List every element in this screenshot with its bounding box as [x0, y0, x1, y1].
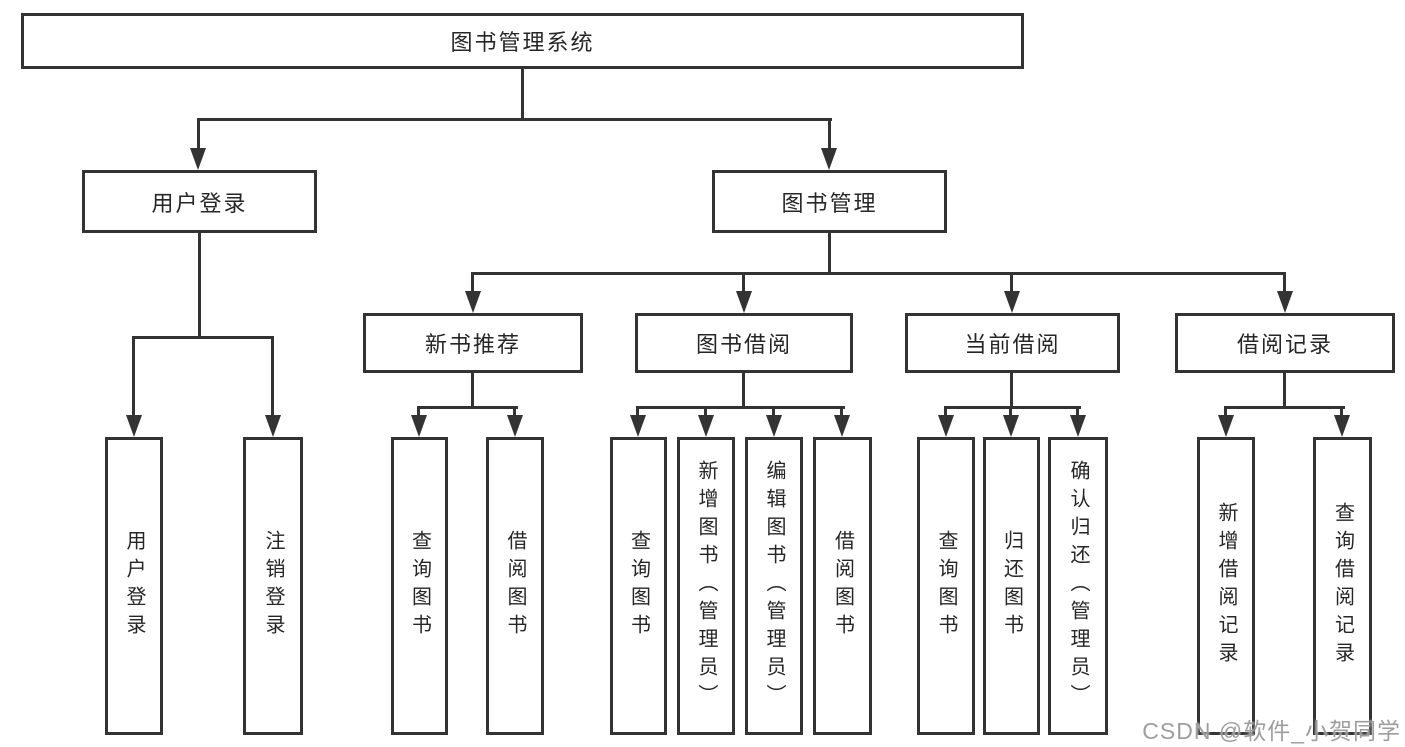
node-book-management-label: 图书管理 — [781, 190, 878, 216]
connector-vline — [471, 272, 474, 294]
leaf-query-books-1: 查询图书 — [391, 437, 448, 735]
connector-vline — [828, 233, 831, 275]
leaf-label: 注销登录 — [262, 530, 284, 642]
node-root: 图书管理系统 — [21, 13, 1024, 69]
node-root-label: 图书管理系统 — [450, 30, 595, 55]
leaf-query-books-3: 查询图书 — [917, 437, 975, 735]
connector-hline — [132, 336, 274, 339]
arrowhead-down-icon — [190, 148, 206, 170]
connector-hline — [636, 406, 845, 409]
leaf-logout: 注销登录 — [243, 437, 303, 735]
connector-vline — [1009, 406, 1012, 418]
arrowhead-down-icon — [507, 415, 523, 437]
connector-hline — [197, 118, 832, 121]
connector-vline — [636, 406, 639, 418]
leaf-confirm-return-admin: 确认归还（管理员） — [1048, 437, 1108, 735]
leaf-label: 查询图书 — [627, 530, 650, 642]
leaf-add-borrow-record: 新增借阅记录 — [1197, 437, 1255, 735]
connector-hline — [944, 406, 1081, 409]
connector-vline — [1010, 373, 1013, 409]
node-new-book-recommend: 新书推荐 — [363, 313, 583, 373]
node-new-book-recommend-label: 新书推荐 — [424, 332, 521, 357]
leaf-label: 确认归还（管理员） — [1067, 460, 1089, 712]
connector-vline — [704, 406, 707, 418]
connector-vline — [1340, 406, 1343, 418]
arrowhead-down-icon — [698, 415, 714, 437]
connector-vline — [417, 406, 420, 418]
leaf-label: 借阅图书 — [831, 530, 854, 642]
leaf-user-login: 用户登录 — [105, 437, 163, 735]
leaf-label: 用户登录 — [123, 530, 145, 642]
connector-vline — [1010, 272, 1013, 294]
node-user-login: 用户登录 — [82, 170, 317, 233]
arrowhead-down-icon — [1218, 415, 1234, 437]
node-book-borrow-label: 图书借阅 — [695, 332, 792, 357]
connector-vline — [1224, 406, 1227, 418]
leaf-return-books: 归还图书 — [983, 437, 1040, 735]
connector-vline — [1283, 373, 1286, 409]
arrowhead-down-icon — [126, 415, 142, 437]
arrowhead-down-icon — [465, 291, 481, 313]
leaf-query-books-2: 查询图书 — [610, 437, 667, 735]
leaf-borrow-books-1: 借阅图书 — [486, 437, 544, 735]
connector-vline — [198, 233, 201, 339]
node-borrow-records: 借阅记录 — [1175, 313, 1395, 373]
node-current-borrow-label: 当前借阅 — [964, 332, 1061, 357]
arrowhead-down-icon — [834, 415, 850, 437]
connector-vline — [742, 373, 745, 409]
arrowhead-down-icon — [1277, 291, 1293, 313]
arrowhead-down-icon — [1003, 415, 1019, 437]
node-current-borrow: 当前借阅 — [905, 313, 1120, 373]
connector-hline — [471, 272, 1285, 275]
connector-vline — [471, 373, 474, 409]
arrowhead-down-icon — [630, 415, 646, 437]
connector-vline — [1076, 406, 1079, 418]
node-borrow-records-label: 借阅记录 — [1236, 332, 1333, 357]
arrowhead-down-icon — [1004, 291, 1020, 313]
arrowhead-down-icon — [265, 415, 281, 437]
arrowhead-down-icon — [1334, 415, 1350, 437]
csdn-watermark: CSDN @软件_小贺同学 — [1142, 718, 1401, 744]
node-book-management: 图书管理 — [712, 170, 947, 233]
connector-vline — [772, 406, 775, 418]
connector-hline — [1224, 406, 1345, 409]
leaf-add-books-admin: 新增图书（管理员） — [677, 437, 735, 735]
leaf-label: 借阅图书 — [504, 530, 526, 642]
connector-vline — [132, 336, 135, 417]
connector-vline — [840, 406, 843, 418]
connector-vline — [828, 118, 831, 150]
leaf-label: 编辑图书（管理员） — [763, 460, 785, 712]
connector-vline — [513, 406, 516, 418]
leaf-label: 查询图书 — [408, 530, 431, 642]
leaf-label: 归还图书 — [1000, 530, 1023, 642]
connector-vline — [1283, 272, 1286, 294]
leaf-query-borrow-record: 查询借阅记录 — [1313, 437, 1372, 735]
connector-vline — [742, 272, 745, 294]
leaf-label: 查询图书 — [935, 530, 957, 642]
leaf-label: 新增图书（管理员） — [695, 460, 717, 712]
connector-vline — [944, 406, 947, 418]
arrowhead-down-icon — [736, 291, 752, 313]
connector-vline — [521, 69, 524, 120]
leaf-label: 新增借阅记录 — [1215, 502, 1237, 670]
arrowhead-down-icon — [938, 415, 954, 437]
arrowhead-down-icon — [821, 148, 837, 170]
connector-vline — [271, 336, 274, 417]
node-book-borrow: 图书借阅 — [635, 313, 853, 373]
leaf-borrow-books-2: 借阅图书 — [813, 437, 872, 735]
arrowhead-down-icon — [1070, 415, 1086, 437]
leaf-edit-books-admin: 编辑图书（管理员） — [745, 437, 803, 735]
node-user-login-label: 用户登录 — [151, 190, 248, 216]
arrowhead-down-icon — [411, 415, 427, 437]
leaf-label: 查询借阅记录 — [1331, 502, 1354, 670]
connector-vline — [197, 118, 200, 150]
connector-hline — [417, 406, 518, 409]
arrowhead-down-icon — [766, 415, 782, 437]
